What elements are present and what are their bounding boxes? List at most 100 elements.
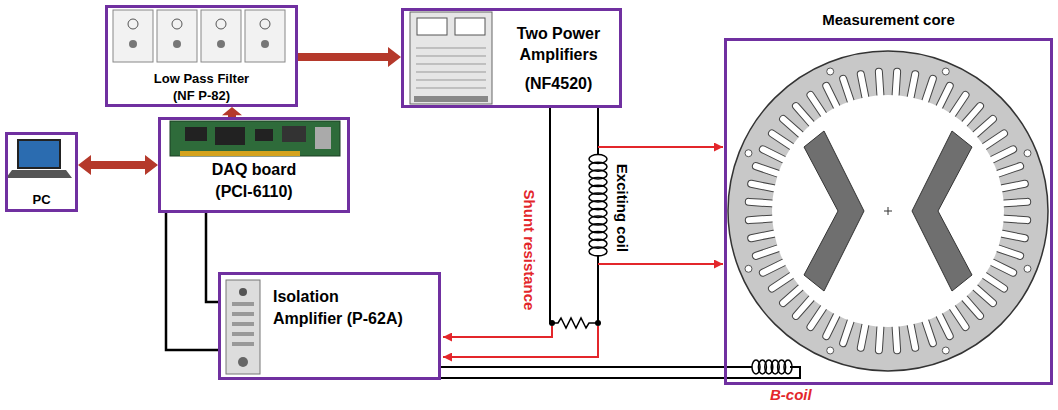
stator-core	[892, 68, 901, 98]
stator-core	[745, 150, 752, 157]
filter-image	[216, 19, 226, 29]
stator-core	[772, 95, 1004, 327]
block-box: Low Pass Filter(NF P-82)	[105, 5, 298, 107]
resistor-symbol	[549, 318, 601, 328]
isolation-image	[232, 322, 254, 326]
stator-core	[907, 70, 920, 101]
amplifier-image	[416, 56, 486, 57]
block-box: Measurement core	[724, 38, 1053, 385]
amplifier-image	[455, 18, 485, 35]
box-title: Measurement core	[727, 11, 1050, 29]
isolation-image	[226, 280, 260, 374]
block-box: Two Power Amplifiers (NF4520)	[401, 8, 622, 108]
board-image	[170, 121, 340, 156]
box-subtitle: (PCI-6110)	[165, 181, 343, 203]
cable-line	[166, 213, 218, 350]
stator-core	[912, 131, 972, 291]
exciting-coil-symbol	[589, 155, 607, 256]
filter-image	[113, 10, 153, 62]
stator-core	[839, 317, 855, 348]
box-title: Two Power Amplifiers	[504, 23, 613, 65]
stator-core	[888, 207, 889, 215]
coil-label: Exciting coil	[613, 164, 631, 252]
board-image	[215, 127, 245, 145]
box-subtitle: Amplifier (P-62A)	[273, 308, 434, 330]
filter-image	[217, 40, 225, 48]
box-title: PC	[10, 192, 73, 208]
board-image	[282, 126, 306, 142]
bcoil-wire	[441, 366, 752, 368]
stator-core	[728, 51, 1048, 371]
resistor-symbol	[549, 320, 555, 326]
stator-core	[745, 265, 752, 272]
box-subtitle: (NF P-82)	[112, 87, 291, 104]
stator-core	[745, 198, 775, 207]
flow-arrow	[78, 155, 158, 175]
filter-image	[172, 19, 182, 29]
signal-line	[443, 326, 598, 357]
filter-image	[245, 10, 285, 62]
stator-core	[921, 74, 937, 105]
stator-core	[998, 230, 1029, 243]
filter-image	[128, 19, 138, 29]
b-coil-symbol	[784, 360, 792, 374]
flow-arrow	[298, 47, 401, 67]
signal-line	[598, 263, 723, 265]
amplifier-image	[417, 18, 447, 35]
stator-core	[745, 68, 1031, 354]
stator-core	[907, 321, 920, 352]
laptop-icon	[6, 140, 72, 178]
signal-line	[443, 147, 723, 357]
box-title: Isolation	[273, 286, 434, 308]
amplifier-image	[414, 96, 488, 102]
stator-core	[1001, 198, 1031, 207]
filter-image	[129, 40, 137, 48]
resistor-symbol	[552, 318, 598, 328]
stator-core	[994, 162, 1025, 178]
box-subtitle: (NF4520)	[504, 73, 613, 94]
flow-arrow	[222, 107, 242, 117]
isolation-image	[232, 302, 254, 306]
stator-core	[745, 215, 775, 224]
stator-core	[1001, 215, 1031, 224]
stator-core	[827, 347, 834, 354]
bcoil-label: B-coil	[770, 386, 812, 404]
exciting-wire	[597, 255, 599, 323]
block-box: PC	[5, 132, 78, 212]
amplifier-image	[416, 72, 486, 73]
filter-image	[261, 40, 269, 48]
bcoil-wire	[441, 367, 800, 378]
stator-core	[728, 51, 1048, 371]
cable-line	[206, 213, 218, 302]
board-image	[170, 121, 340, 156]
laptop-icon	[6, 170, 72, 178]
box-title: Low Pass Filter	[112, 70, 291, 87]
block-box: IsolationAmplifier (P-62A)	[218, 272, 441, 380]
exciting-wire	[550, 108, 553, 323]
stator-core	[745, 68, 1031, 354]
stator-core	[994, 244, 1025, 260]
isolation-image	[232, 312, 254, 316]
box-title: DAQ board	[165, 159, 343, 181]
board-image	[255, 129, 273, 141]
stator-core	[747, 230, 778, 243]
amplifier-image	[416, 80, 486, 81]
stator-core	[804, 131, 864, 291]
board-image	[185, 127, 207, 141]
filter-image	[201, 10, 241, 62]
stator-core	[857, 70, 870, 101]
isolation-image	[238, 357, 248, 367]
filter-image	[113, 10, 285, 62]
isolation-image	[226, 280, 260, 374]
board-image	[180, 151, 300, 156]
stator-core	[942, 347, 949, 354]
shunt-label: Shunt resistance	[520, 190, 538, 311]
amplifier-image	[416, 48, 486, 49]
amplifier-image	[410, 12, 492, 104]
stator-core	[857, 321, 870, 352]
stator-core	[839, 74, 855, 105]
stator-core	[751, 244, 782, 260]
stator-core	[751, 162, 782, 178]
stator-core	[875, 68, 884, 98]
amplifier-image	[410, 12, 492, 104]
